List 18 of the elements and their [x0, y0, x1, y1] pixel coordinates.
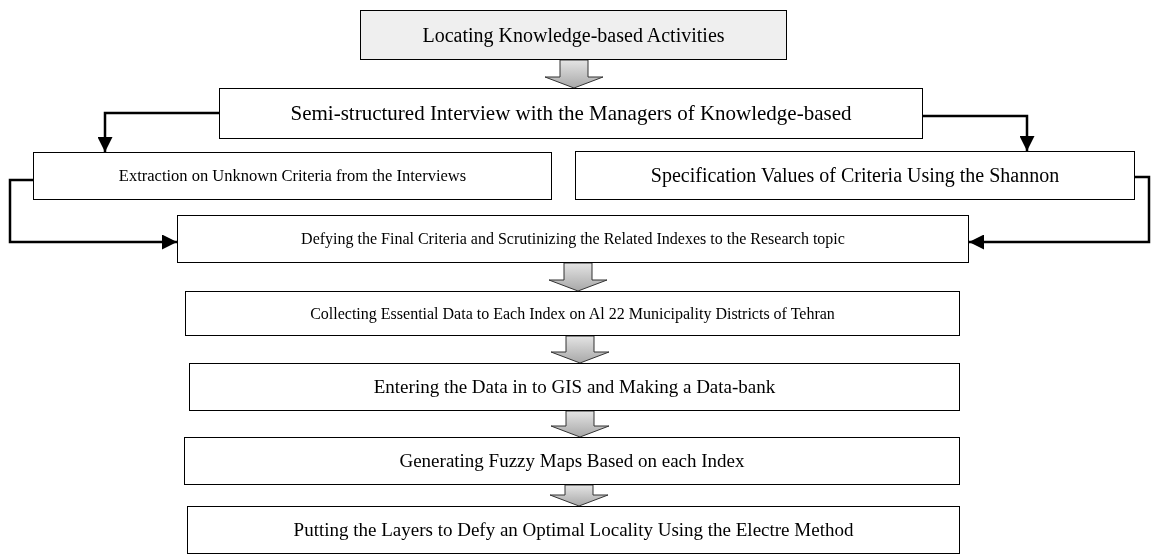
block-arrow	[548, 262, 608, 292]
block-arrow	[544, 59, 604, 89]
arrow	[923, 114, 1035, 151]
process-box: Generating Fuzzy Maps Based on each Index	[184, 437, 960, 485]
process-box: Collecting Essential Data to Each Index on Al 22 Municipality Districts of Tehran	[185, 291, 960, 336]
arrow	[969, 175, 1151, 250]
process-box: Specification Values of Criteria Using the Shannon	[575, 151, 1135, 200]
process-box: Defying the Final Criteria and Scrutinizing the Related Indexes to the Research topic	[177, 215, 969, 263]
process-box: Locating Knowledge-based Activities	[360, 10, 787, 60]
process-box: Entering the Data in to GIS and Making a Data-bank	[189, 363, 960, 411]
process-box: Semi-structured Interview with the Managers of Knowledge-based	[219, 88, 923, 139]
block-arrow	[550, 410, 610, 438]
arrow	[97, 111, 219, 152]
process-box: Putting the Layers to Defy an Optimal Locality Using the Electre Method	[187, 506, 960, 554]
block-arrow	[549, 484, 609, 507]
process-box: Extraction on Unknown Criteria from the Interviews	[33, 152, 552, 200]
arrow	[8, 178, 177, 250]
block-arrow	[550, 335, 610, 364]
